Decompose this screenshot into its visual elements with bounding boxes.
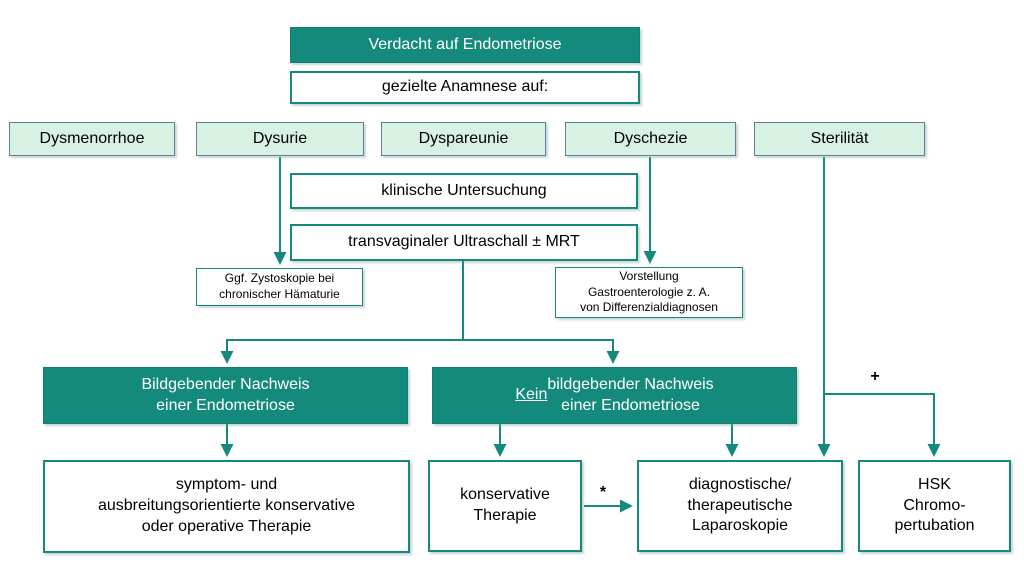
- node-ultraschall: transvaginaler Ultraschall ± MRT: [290, 224, 638, 261]
- edge-label-plus: +: [870, 368, 880, 385]
- node-hsk-chromopertubation: HSK Chromo- pertubation: [858, 460, 1011, 552]
- kein-rest-text: bildgebender Nachweis einer Endometriose: [547, 375, 714, 414]
- node-dysurie: Dysurie: [196, 122, 364, 156]
- node-dysmenorrhoe: Dysmenorrhoe: [9, 122, 175, 156]
- node-therapie-symptomorientiert: symptom- und ausbreitungsorientierte kon…: [43, 460, 410, 553]
- node-konservative-therapie: konservative Therapie: [428, 460, 582, 552]
- node-dyspareunie: Dyspareunie: [381, 122, 546, 156]
- node-dyschezie: Dyschezie: [565, 122, 736, 156]
- kein-underlined-word: Kein: [515, 386, 548, 404]
- node-kein-nachweis: Kein bildgebender Nachweis einer Endomet…: [432, 367, 797, 424]
- node-laparoskopie: diagnostische/ therapeutische Laparoskop…: [637, 460, 843, 552]
- node-nachweis: Bildgebender Nachweis einer Endometriose: [43, 367, 408, 424]
- node-sterilitaet: Sterilität: [754, 122, 925, 156]
- node-anamnese: gezielte Anamnese auf:: [290, 71, 640, 104]
- node-klinische-untersuchung: klinische Untersuchung: [290, 173, 638, 209]
- node-verdacht: Verdacht auf Endometriose: [290, 27, 640, 63]
- edge-sterilitaet-hsk: [824, 393, 941, 457]
- node-gastroenterologie: Vorstellung Gastroenterologie z. A. von …: [555, 267, 743, 318]
- edge-label-star: *: [599, 484, 607, 501]
- node-zystoskopie: Ggf. Zystoskopie bei chronischer Hämatur…: [196, 268, 363, 306]
